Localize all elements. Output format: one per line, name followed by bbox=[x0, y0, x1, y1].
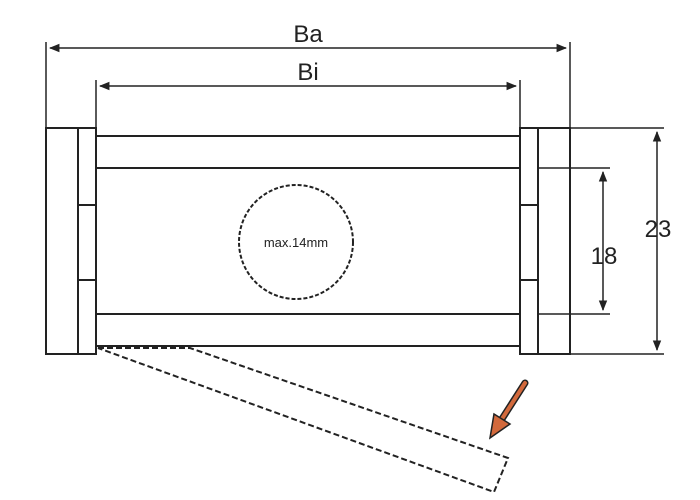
outer-height-dimension: 23 bbox=[570, 127, 672, 355]
outer-width-label: Ba bbox=[293, 21, 323, 48]
max-cable-label: max.14mm bbox=[264, 235, 328, 250]
opening-arrow-icon bbox=[488, 379, 529, 440]
inner-height-label: 18 bbox=[591, 243, 618, 270]
max-cable-diameter-indicator: max.14mm bbox=[238, 184, 354, 300]
inner-width-dimension: Bi bbox=[95, 59, 521, 128]
opened-crossbar bbox=[97, 347, 510, 494]
bottom-crossbar bbox=[96, 313, 520, 347]
top-crossbar bbox=[96, 135, 520, 169]
outer-width-dimension: Ba bbox=[45, 21, 571, 128]
left-side-plate bbox=[45, 127, 97, 355]
inner-height-dimension: 18 bbox=[538, 167, 618, 315]
right-side-plate bbox=[519, 127, 571, 355]
inner-width-label: Bi bbox=[297, 59, 318, 86]
outer-height-label: 23 bbox=[645, 216, 672, 243]
